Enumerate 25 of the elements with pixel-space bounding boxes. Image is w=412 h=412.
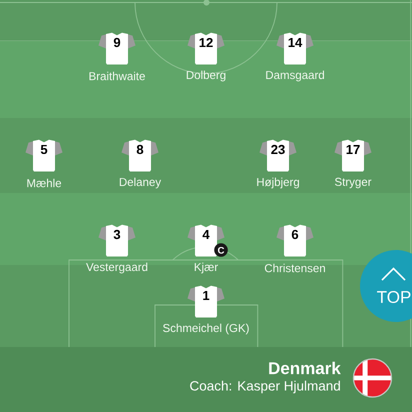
player-name: Delaney [120, 178, 162, 188]
shirt: 3 [98, 224, 136, 256]
player-name: Damsgaard [266, 70, 324, 82]
shirt: 12 [188, 32, 224, 64]
coach-name: Coach: Kasper Hjulmand [190, 380, 340, 394]
team-name: Denmark [269, 362, 341, 374]
player-name: Dolberg [186, 70, 226, 82]
shirt: 5 [26, 140, 62, 172]
player-name: Braithwaite [90, 72, 145, 80]
shirt: 23 [260, 140, 296, 172]
player-name: Mæhle [27, 178, 62, 188]
shirt: 9 [98, 32, 136, 64]
shirt: 8 [122, 140, 158, 172]
scroll-top-button: TOP [360, 250, 412, 322]
player-name: Kjær [194, 262, 218, 274]
shirt: 6 [276, 224, 314, 256]
player-name: Højbjerg [257, 178, 299, 188]
shirt: 1 [188, 286, 224, 318]
player-name: Christensen [264, 264, 325, 272]
player-name: Vestergaard [86, 262, 148, 274]
player-name: Stryger [335, 178, 372, 188]
captain-badge: C [214, 243, 228, 257]
player-name: Schmeichel (GK) [163, 324, 249, 334]
shirt: 17 [334, 140, 372, 172]
shirt: 14 [276, 32, 314, 64]
